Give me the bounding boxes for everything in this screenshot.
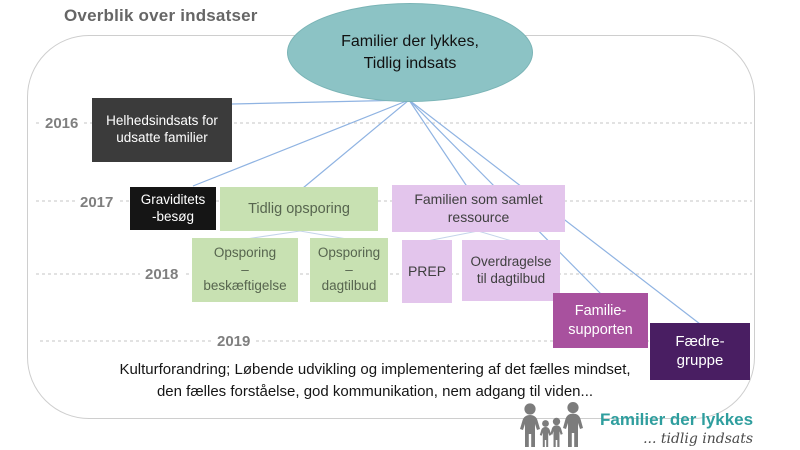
page-title: Overblik over indsatser [64, 6, 258, 25]
family-icon [520, 402, 583, 447]
node-familiesupporten: Familie- supporten [553, 293, 648, 348]
node-opsporing-beskaeftigelse: Opsporing – beskæftigelse [192, 238, 298, 302]
logo-text: Familier der lykkes ... tidlig indsats [600, 402, 754, 447]
node-familier-der-lykkes: Familier der lykkes, Tidlig indsats [287, 3, 533, 102]
year-label-2016: 2016 [40, 115, 84, 132]
year-label-2019: 2019 [212, 333, 256, 350]
logo-tagline: ... tidlig indsats [643, 430, 754, 447]
year-label-2018: 2018 [140, 266, 184, 283]
logo-name: Familier der lykkes [600, 410, 754, 429]
node-faedregruppe: Fædre- gruppe [650, 323, 750, 380]
node-familien-samlet-ressource: Familien som samlet ressource [392, 185, 565, 232]
year-label-2017: 2017 [75, 194, 119, 211]
node-graviditetsbesoeg: Graviditets -besøg [130, 187, 216, 230]
bottom-note: Kulturforandring; Løbende udvikling og i… [119, 361, 631, 400]
node-overdragelse-til-dagtilbud: Overdragelse til dagtilbud [462, 240, 560, 301]
node-tidlig-opsporing: Tidlig opsporing [220, 187, 378, 231]
logo: Familier der lykkes ... tidlig indsats [518, 402, 753, 449]
node-helhedsindsats: Helhedsindsats for udsatte familier [92, 98, 232, 162]
node-opsporing-dagtilbud: Opsporing – dagtilbud [310, 238, 388, 302]
year-gridlines [36, 122, 752, 342]
node-prep: PREP [402, 240, 452, 303]
